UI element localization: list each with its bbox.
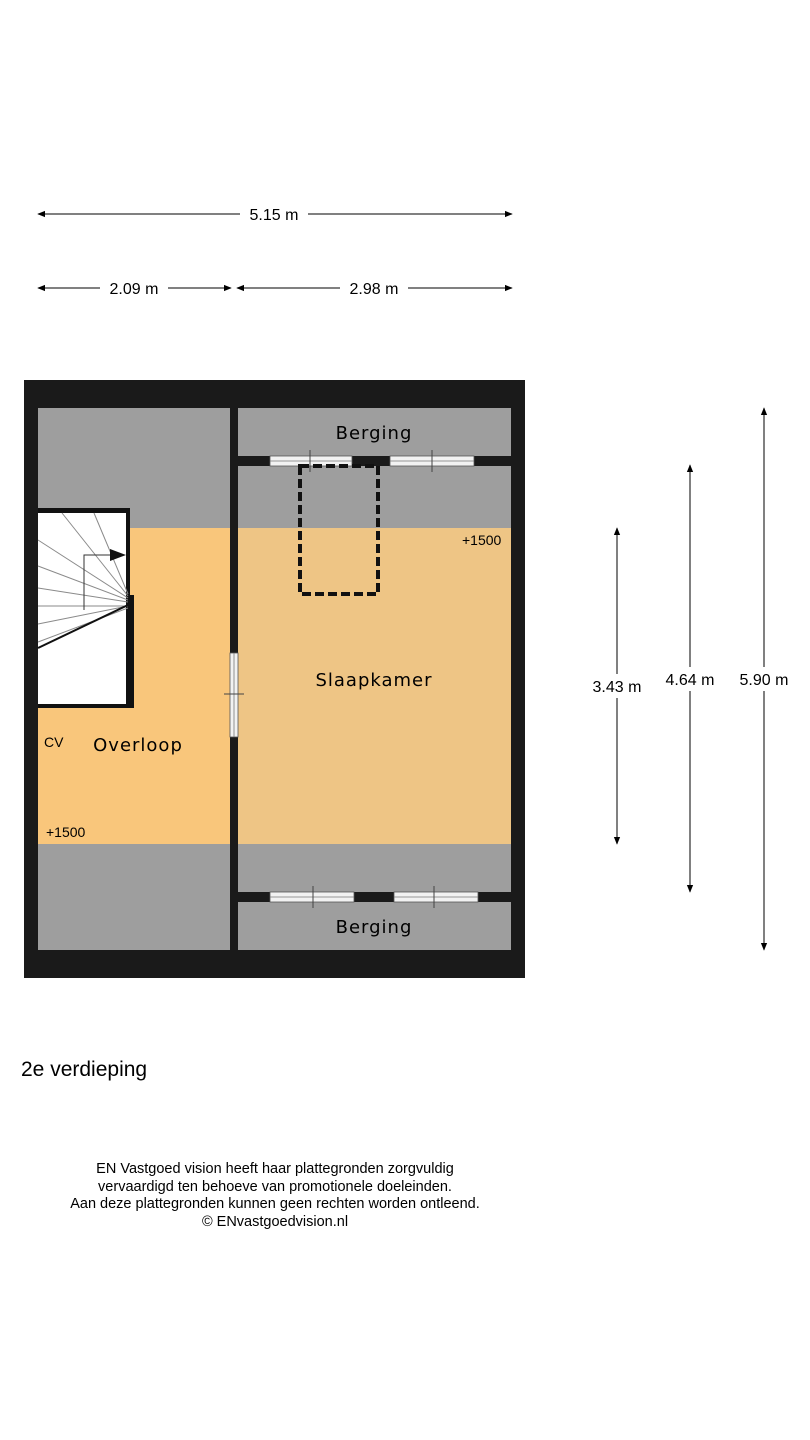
room-label-berging-top: Berging <box>336 423 413 444</box>
disclaimer: EN Vastgoed vision heeft haar plattegron… <box>40 1161 510 1231</box>
dimension-height-1: 3.43 m <box>593 527 642 845</box>
height-1-label: 3.43 m <box>593 679 642 696</box>
room-label-overloop: Overloop <box>93 735 183 756</box>
slaapkamer-floor <box>238 528 511 844</box>
total-width-label: 5.15 m <box>250 207 299 224</box>
cv-label: CV <box>44 734 64 750</box>
sliding-door-top <box>269 450 475 472</box>
disclaimer-line: EN Vastgoed vision heeft haar plattegron… <box>96 1161 454 1177</box>
height-label-right: +1500 <box>462 532 502 548</box>
dimension-total-width: 5.15 m <box>37 207 513 224</box>
height-2-label: 4.64 m <box>666 672 715 689</box>
height-label-left: +1500 <box>46 824 86 840</box>
left-width-label: 2.09 m <box>110 281 159 298</box>
floor-plan: 5.15 m 2.09 m 2.98 m 3.43 m 4.64 m 5.90 … <box>24 207 789 978</box>
dimension-right-width: 2.98 m <box>236 281 513 298</box>
disclaimer-line: vervaardigd ten behoeve van promotionele… <box>98 1178 452 1195</box>
room-label-berging-bottom: Berging <box>336 917 413 938</box>
door-slaapkamer <box>224 652 244 738</box>
disclaimer-copyright: © ENvastgoedvision.nl <box>201 1213 349 1230</box>
dimension-height-2: 4.64 m <box>666 464 715 893</box>
dimension-left-width: 2.09 m <box>37 281 232 298</box>
right-width-label: 2.98 m <box>350 281 399 298</box>
sliding-door-bottom <box>269 886 479 908</box>
disclaimer-line: Aan deze plattegronden kunnen geen recht… <box>70 1196 480 1212</box>
height-3-label: 5.90 m <box>740 672 789 689</box>
room-label-slaapkamer: Slaapkamer <box>315 670 432 691</box>
dimension-height-3: 5.90 m <box>740 407 789 951</box>
berging-top-floor <box>238 408 511 456</box>
attic-hatch <box>298 464 380 596</box>
floor-name: 2e verdieping <box>21 1058 148 1081</box>
staircase <box>37 508 134 708</box>
berging-bottom-floor <box>238 902 511 950</box>
